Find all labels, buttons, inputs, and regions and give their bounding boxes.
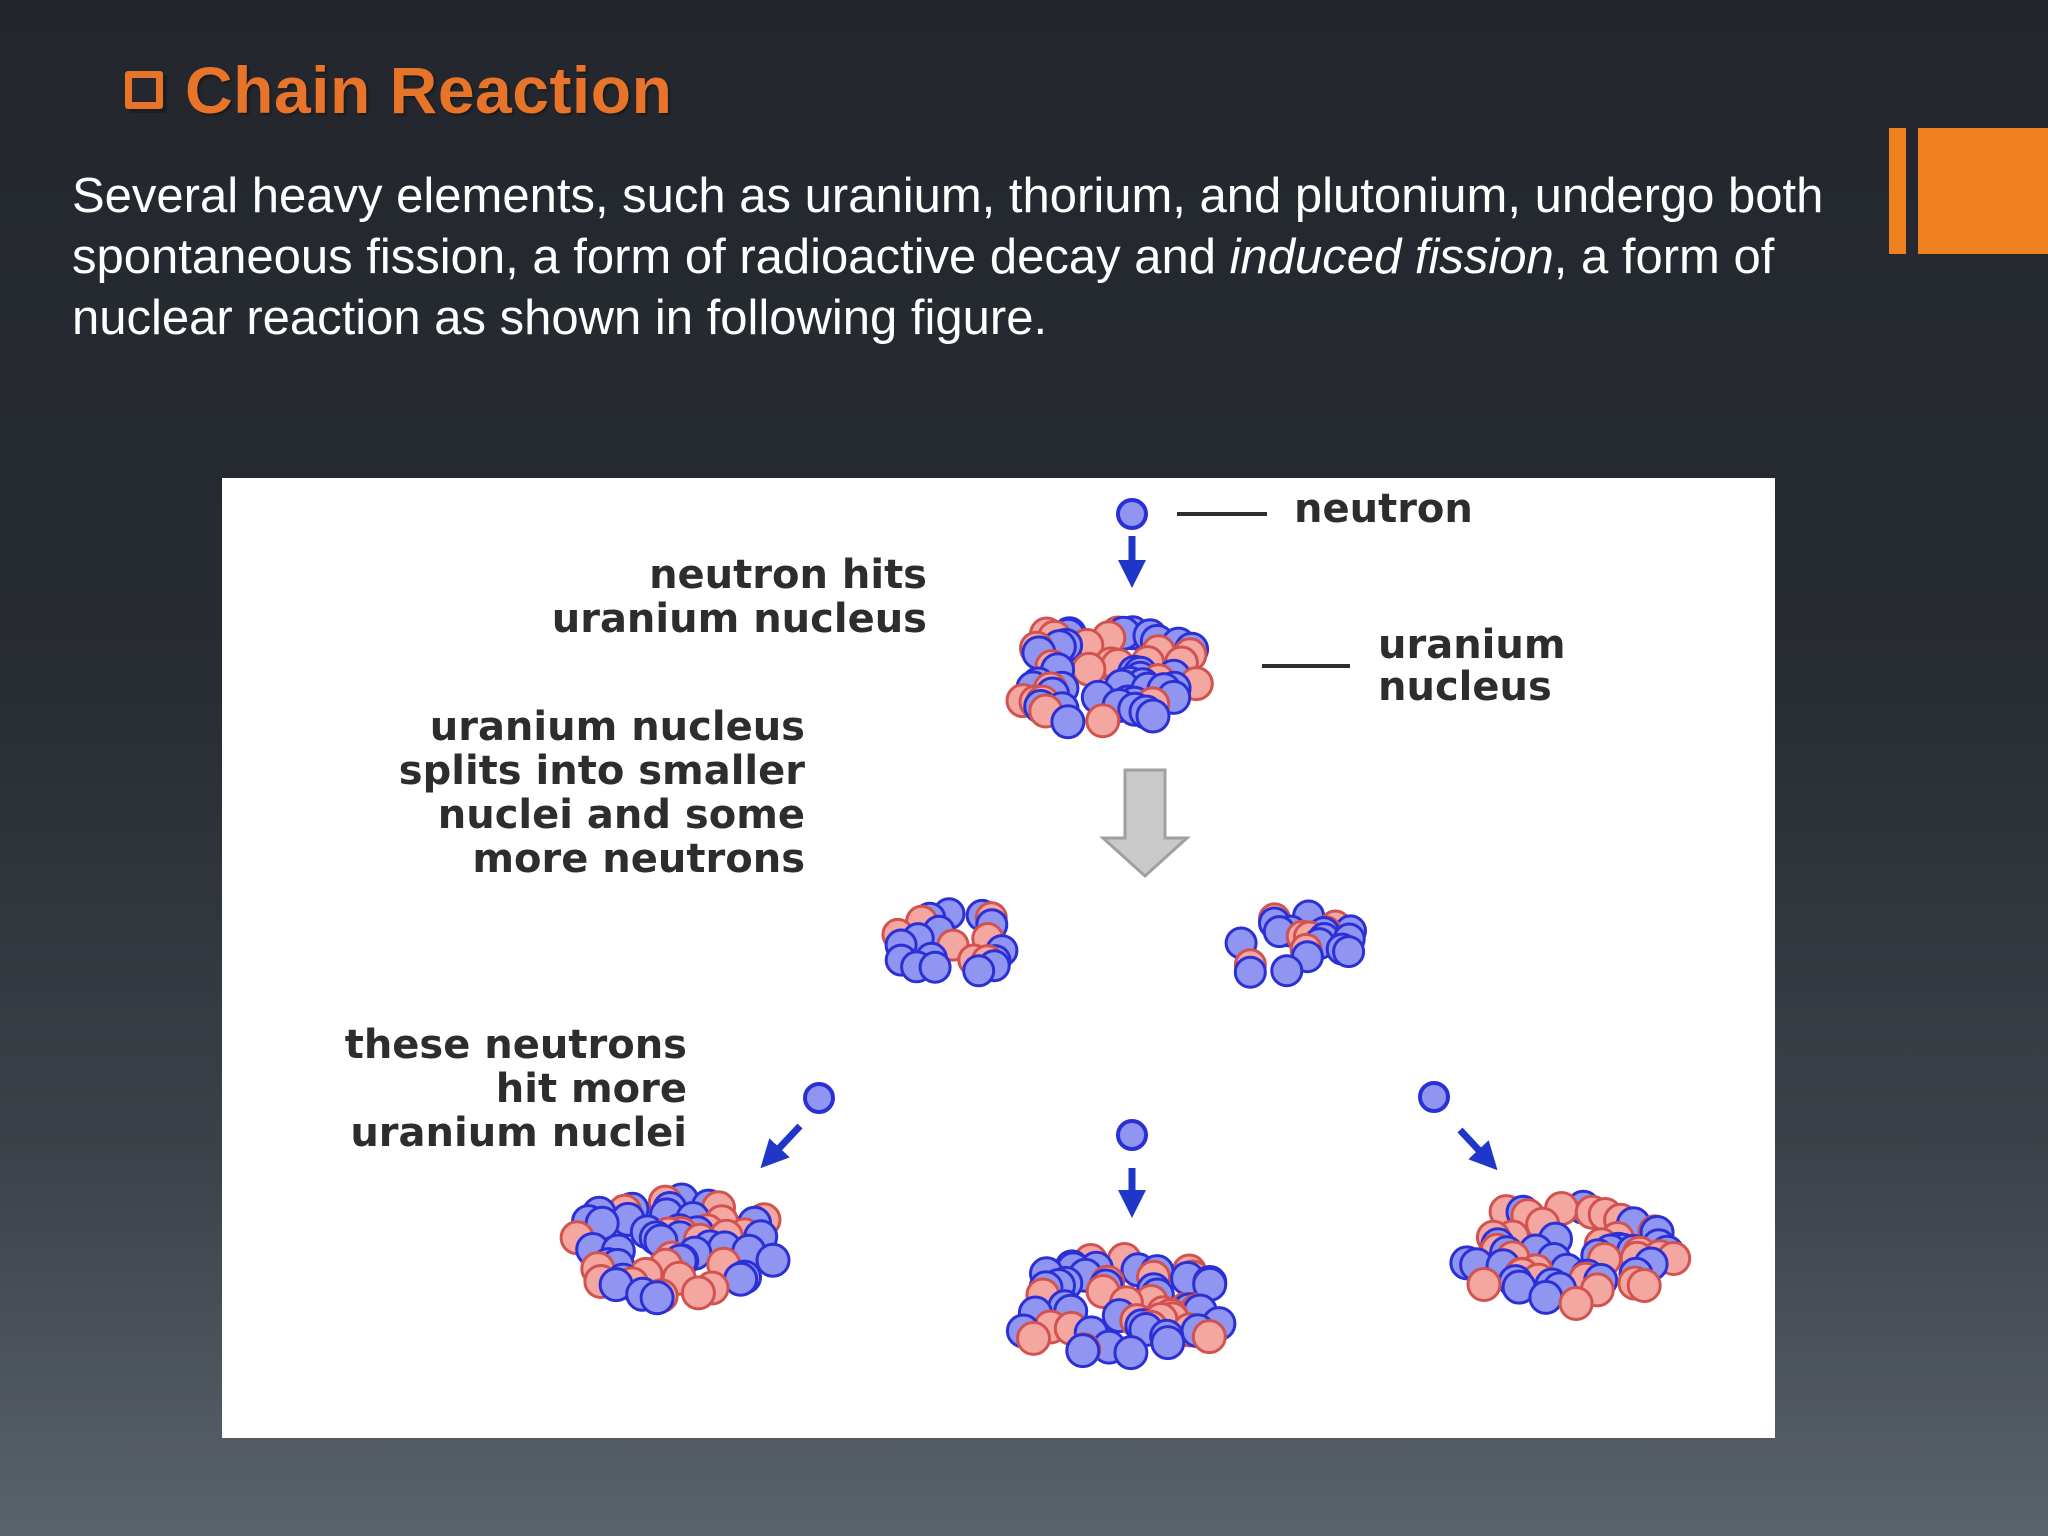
uranium-nucleus xyxy=(1005,615,1214,740)
neutron-particle xyxy=(1065,1333,1101,1369)
checkbox-square-icon xyxy=(125,71,163,109)
uranium-nucleus-bottom-middle xyxy=(1005,1242,1237,1371)
label-neutron-hits-2: uranium nucleus xyxy=(552,596,927,642)
released-neutron-right xyxy=(1418,1081,1450,1113)
proton-particle xyxy=(1191,1319,1227,1355)
neutron-particle xyxy=(918,950,952,984)
slide-title: Chain Reaction xyxy=(125,52,672,128)
neutron-particle xyxy=(1332,935,1366,969)
neutron-particle xyxy=(1528,1279,1564,1315)
fragment-nucleus-right xyxy=(1224,899,1367,989)
label-uranium-2: nucleus xyxy=(1378,664,1552,710)
fragment-nucleus-left xyxy=(881,897,1019,988)
neutron-particle xyxy=(1135,698,1171,734)
neutron-particle xyxy=(1150,1325,1186,1361)
incoming-neutron xyxy=(1116,498,1148,530)
body-text-emphasis: induced fission xyxy=(1229,230,1554,284)
uranium-nucleus-bottom-right xyxy=(1449,1189,1692,1321)
body-text-part1: Several heavy elements, such as uranium,… xyxy=(72,169,1824,284)
neutron-particle xyxy=(723,1261,759,1297)
chain-reaction-diagram: neutron neutron hits uranium nucleus ura… xyxy=(345,486,1692,1371)
label-these-2: hit more xyxy=(496,1066,687,1112)
released-neutron-left xyxy=(803,1082,835,1114)
label-splits-3: nuclei and some xyxy=(438,792,805,838)
proton-particle xyxy=(1558,1286,1594,1321)
neutron-particle xyxy=(1050,704,1086,740)
released-neutron-middle xyxy=(1116,1119,1148,1151)
proton-particle xyxy=(1466,1267,1502,1302)
split-arrow-icon xyxy=(1099,768,1191,879)
title-text: Chain Reaction xyxy=(185,53,673,127)
arrow-down-right-icon xyxy=(1457,1127,1498,1171)
chain-reaction-figure: neutron neutron hits uranium nucleus ura… xyxy=(222,478,1775,1438)
label-splits-1: uranium nucleus xyxy=(430,704,805,750)
neutron-particle xyxy=(755,1242,791,1278)
neutron-particle xyxy=(1270,954,1304,988)
proton-particle xyxy=(1085,703,1121,739)
label-splits-4: more neutrons xyxy=(472,836,805,882)
arrow-down-left-icon xyxy=(760,1123,803,1169)
label-neutron: neutron xyxy=(1294,486,1473,532)
uranium-nucleus-bottom-left xyxy=(559,1182,791,1316)
neutron-particle xyxy=(962,954,996,988)
body-paragraph: Several heavy elements, such as uranium,… xyxy=(72,166,1932,349)
proton-particle xyxy=(1626,1268,1662,1303)
neutron-particle xyxy=(1113,1335,1149,1371)
neutron-particle xyxy=(1233,955,1267,989)
accent-bar-thin xyxy=(1889,128,1906,254)
label-these-1: these neutrons xyxy=(345,1022,687,1068)
body-text-part2: , a form of nuclear reaction as shown in… xyxy=(72,230,1775,345)
label-uranium-1: uranium xyxy=(1378,622,1566,668)
proton-particle xyxy=(680,1275,716,1311)
label-splits-2: splits into smaller xyxy=(399,748,805,794)
accent-bar-block xyxy=(1918,128,2048,254)
label-neutron-hits-1: neutron hits xyxy=(649,552,927,598)
neutron-particle xyxy=(639,1280,675,1316)
proton-particle xyxy=(1016,1320,1051,1356)
label-these-3: uranium nuclei xyxy=(350,1110,687,1156)
